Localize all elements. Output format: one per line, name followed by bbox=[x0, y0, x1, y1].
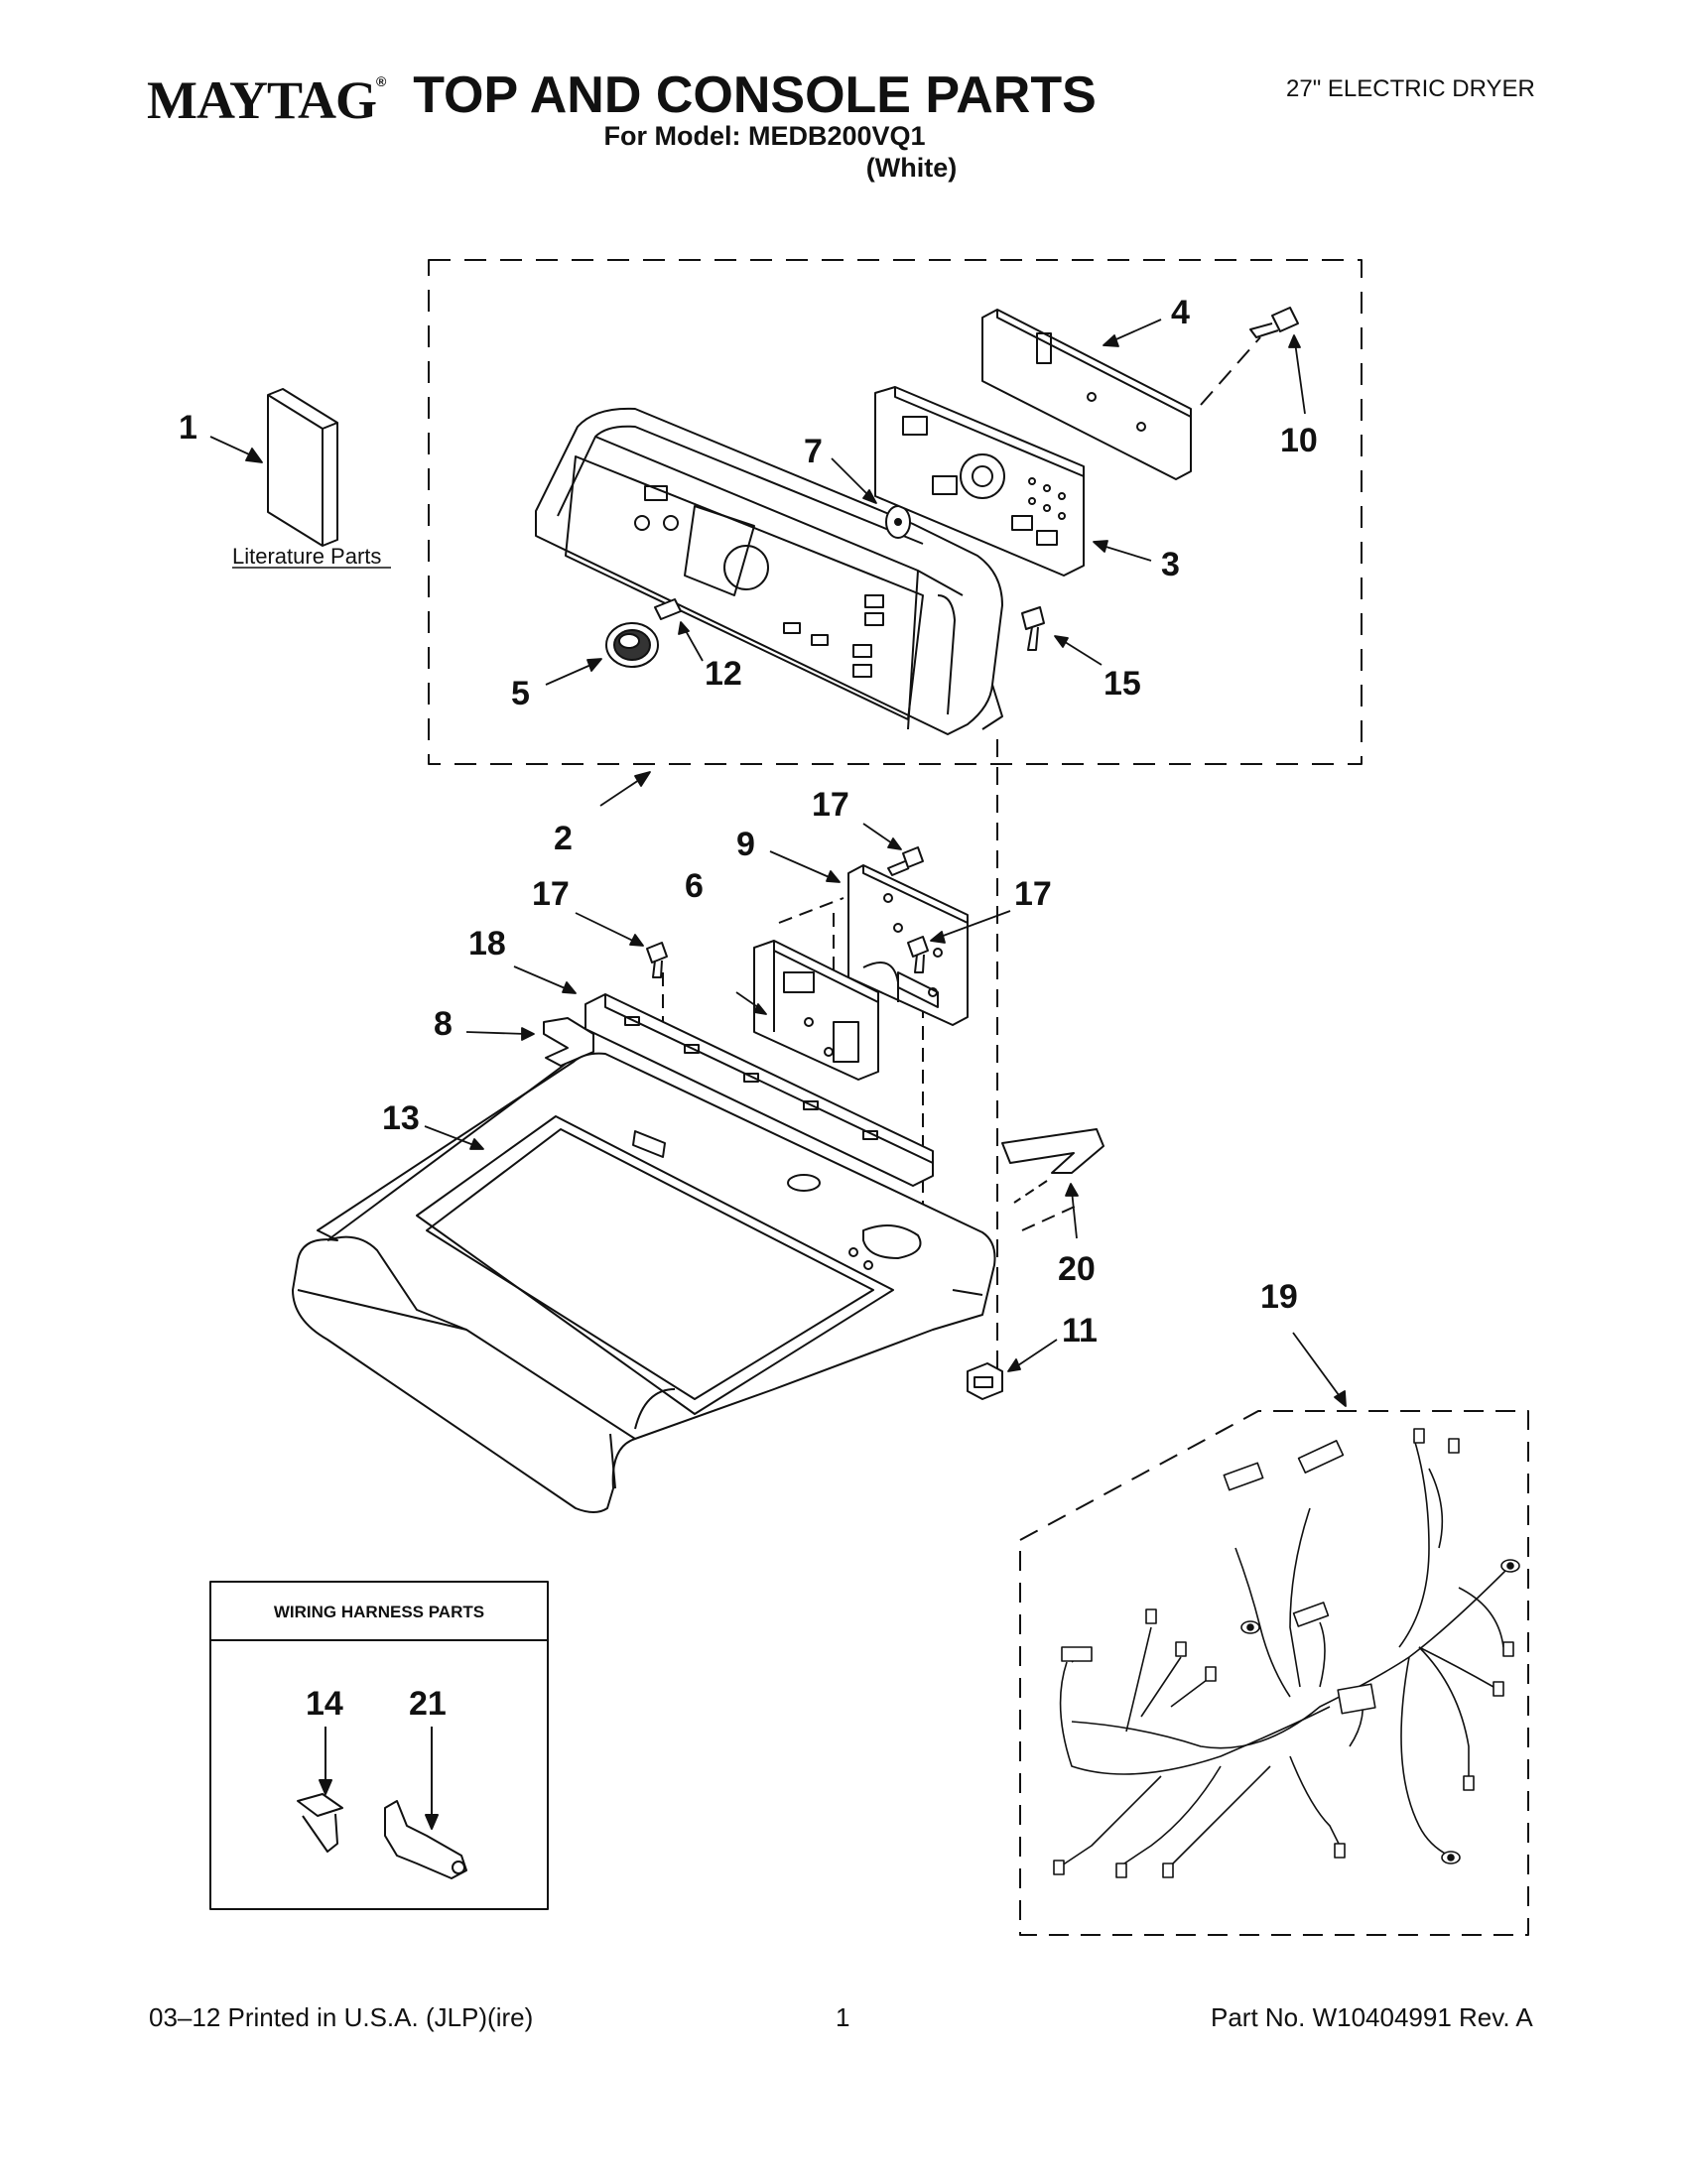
wiring-parts-box bbox=[209, 1581, 549, 1910]
product-type: 27" ELECTRIC DRYER bbox=[1286, 75, 1535, 102]
control-board bbox=[981, 309, 1192, 480]
page-number: 1 bbox=[836, 2002, 850, 2032]
wiring-harness bbox=[1053, 1428, 1520, 1878]
screw-10 bbox=[1249, 307, 1299, 338]
callout-9: 9 bbox=[736, 826, 755, 863]
callout-11: 11 bbox=[1062, 1312, 1098, 1349]
page-title: TOP AND CONSOLE PARTS bbox=[413, 66, 1097, 124]
model-line: For Model: MEDB200VQ1 bbox=[603, 121, 926, 151]
electronic-control bbox=[753, 940, 899, 1081]
callout-12: 12 bbox=[705, 655, 742, 693]
console-assembly-box bbox=[428, 259, 1363, 765]
callout-21: 21 bbox=[409, 1685, 447, 1723]
callout-2: 2 bbox=[554, 820, 573, 857]
callout-6: 6 bbox=[685, 867, 704, 905]
literature-label: Literature Parts bbox=[232, 544, 381, 569]
callout-1: 1 bbox=[179, 409, 197, 447]
callout-13: 13 bbox=[382, 1099, 420, 1137]
callout-14: 14 bbox=[306, 1685, 343, 1723]
callout-19: 19 bbox=[1260, 1278, 1298, 1316]
callout-17c: 17 bbox=[1014, 875, 1052, 913]
screw-17b bbox=[646, 942, 668, 978]
foot-11 bbox=[967, 1362, 1003, 1400]
knob bbox=[605, 622, 659, 668]
top-panel bbox=[292, 1052, 996, 1513]
brand-logo: MAYTAG® bbox=[147, 70, 386, 130]
callout-17b: 17 bbox=[532, 875, 570, 913]
screw-17a bbox=[887, 846, 924, 876]
ui-housing bbox=[874, 386, 1085, 577]
callout-4: 4 bbox=[1171, 294, 1190, 331]
tape-8 bbox=[543, 1017, 594, 1067]
wiring-box-title: WIRING HARNESS PARTS bbox=[274, 1603, 484, 1621]
light-pipe bbox=[654, 598, 682, 620]
callout-8: 8 bbox=[434, 1005, 453, 1043]
literature-booklet bbox=[267, 388, 338, 547]
model-color: (White) bbox=[865, 153, 958, 183]
terminal-14 bbox=[297, 1793, 343, 1853]
callout-10: 10 bbox=[1280, 422, 1318, 459]
harness-box bbox=[1019, 1410, 1529, 1936]
console-housing bbox=[535, 407, 1003, 735]
callout-15: 15 bbox=[1104, 665, 1141, 703]
callout-20: 20 bbox=[1058, 1250, 1096, 1288]
screw-15 bbox=[1021, 606, 1045, 651]
callout-5: 5 bbox=[511, 675, 530, 712]
callout-7: 7 bbox=[804, 433, 823, 470]
felt-20 bbox=[1001, 1128, 1104, 1174]
screw-17c bbox=[907, 936, 929, 973]
terminal-21 bbox=[384, 1800, 467, 1879]
part-number: Part No. W10404991 Rev. A bbox=[1211, 2002, 1533, 2032]
callout-17a: 17 bbox=[812, 786, 849, 824]
callout-3: 3 bbox=[1161, 546, 1180, 583]
print-info: 03–12 Printed in U.S.A. (JLP)(ire) bbox=[149, 2002, 534, 2032]
callout-18: 18 bbox=[468, 925, 506, 963]
